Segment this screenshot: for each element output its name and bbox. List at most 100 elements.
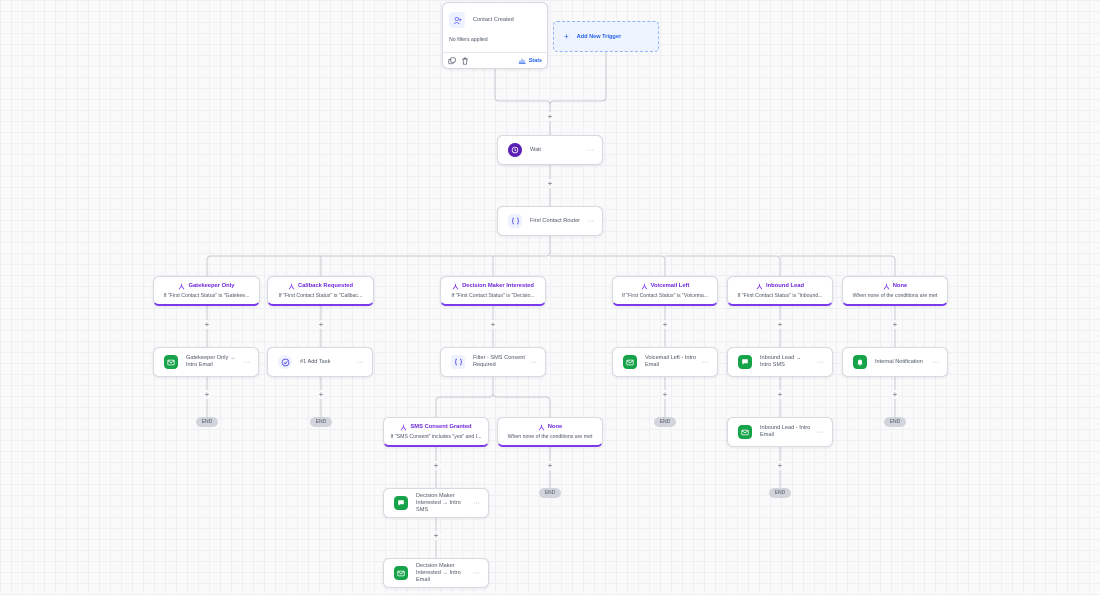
bar-chart-icon bbox=[518, 58, 526, 64]
branch-gatekeeper-only[interactable]: Gatekeeper Only If "First Contact Status… bbox=[153, 276, 260, 306]
router-label: First Contact Router bbox=[530, 217, 581, 224]
step-voicemail-intro-email[interactable]: Voicemail Left - Intro Email ··· bbox=[612, 347, 718, 377]
step-label: Voicemail Left - Intro Email bbox=[645, 355, 696, 368]
step-label: Gatekeeper Only → Intro Email bbox=[186, 355, 236, 368]
branch-icon bbox=[179, 283, 185, 290]
sms-icon bbox=[394, 496, 408, 510]
branch-condition: When none of the conditions are met bbox=[507, 434, 593, 440]
branch-title: SMS Consent Granted bbox=[410, 424, 472, 430]
step-gatekeeper-intro-email[interactable]: Gatekeeper Only → Intro Email ··· bbox=[153, 347, 259, 377]
end-marker: END bbox=[539, 488, 561, 498]
more-options-icon[interactable]: ··· bbox=[587, 217, 594, 225]
connector-filter-smsnone bbox=[492, 392, 551, 417]
stats-button[interactable]: Stats bbox=[518, 57, 542, 64]
add-step-plus[interactable]: + bbox=[202, 319, 212, 329]
more-options-icon[interactable]: ··· bbox=[530, 358, 537, 366]
add-step-plus[interactable]: + bbox=[890, 319, 900, 329]
branch-icon bbox=[641, 283, 647, 290]
branch-condition: If "First Contact Status" is "Decisio... bbox=[451, 293, 535, 299]
connector-router-voicemail bbox=[550, 255, 666, 276]
trigger-card-contact-created[interactable]: Contact Created No filters applied Stats bbox=[442, 2, 548, 69]
email-icon bbox=[164, 355, 178, 369]
wait-label: Wait bbox=[530, 146, 541, 153]
branch-icon bbox=[288, 283, 295, 290]
step-label: #1 Add Task bbox=[300, 358, 331, 365]
connector-trigger-wait bbox=[494, 69, 551, 135]
more-options-icon[interactable]: ··· bbox=[932, 358, 939, 366]
add-step-plus[interactable]: + bbox=[488, 319, 498, 329]
trigger-title: Contact Created bbox=[473, 17, 514, 23]
step-decision-maker-intro-sms[interactable]: Decision Maker Interested → Intro SMS ··… bbox=[383, 488, 489, 518]
branch-sms-consent-granted[interactable]: SMS Consent Granted If "SMS Consent" inc… bbox=[383, 417, 489, 447]
branch-icon bbox=[883, 283, 890, 290]
branch-title: Inbound Lead bbox=[766, 283, 804, 289]
add-new-trigger-button[interactable]: + Add New Trigger bbox=[553, 21, 659, 52]
more-options-icon[interactable]: ··· bbox=[473, 499, 480, 507]
step-label: Inbound Lead - Intro Email bbox=[760, 425, 811, 438]
clock-icon bbox=[508, 143, 522, 157]
end-marker: END bbox=[884, 417, 906, 427]
step-inbound-intro-sms[interactable]: Inbound Lead → Intro SMS ··· bbox=[727, 347, 833, 377]
branch-decision-maker-interested[interactable]: Decision Maker Interested If "First Cont… bbox=[440, 276, 546, 306]
add-step-plus[interactable]: + bbox=[775, 319, 785, 329]
add-step-plus[interactable]: + bbox=[202, 389, 212, 399]
more-options-icon[interactable]: ··· bbox=[243, 358, 250, 366]
add-step-plus[interactable]: + bbox=[890, 389, 900, 399]
end-marker: END bbox=[196, 417, 218, 427]
branch-icon bbox=[452, 283, 459, 290]
branch-title: Callback Requested bbox=[297, 283, 354, 289]
more-options-icon[interactable]: ··· bbox=[357, 358, 364, 366]
branch-sms-none[interactable]: None When none of the conditions are met bbox=[497, 417, 603, 447]
connector-filter-smsgranted bbox=[435, 377, 494, 417]
more-options-icon[interactable]: ··· bbox=[817, 358, 824, 366]
branch-condition: If "First Contact Status" is "Gatekee... bbox=[163, 293, 250, 299]
braces-icon bbox=[508, 214, 522, 228]
add-step-plus[interactable]: + bbox=[545, 460, 555, 470]
add-step-plus[interactable]: + bbox=[545, 111, 555, 121]
add-step-plus[interactable]: + bbox=[775, 460, 785, 470]
add-step-plus[interactable]: + bbox=[316, 319, 326, 329]
step-callback-add-task[interactable]: #1 Add Task ··· bbox=[267, 347, 373, 377]
step-decision-maker-intro-email[interactable]: Decision Maker Interested → Intro Email … bbox=[383, 558, 489, 588]
connector-router-gatekeeper bbox=[206, 236, 551, 276]
task-check-icon bbox=[278, 355, 292, 369]
first-contact-router-step[interactable]: First Contact Router ··· bbox=[497, 206, 603, 236]
step-inbound-intro-email[interactable]: Inbound Lead - Intro Email ··· bbox=[727, 417, 833, 447]
connector-router-inbound bbox=[665, 255, 781, 276]
add-new-trigger-label: Add New Trigger bbox=[576, 33, 622, 40]
add-step-plus[interactable]: + bbox=[431, 530, 441, 540]
branch-callback-requested[interactable]: Callback Requested If "First Contact Sta… bbox=[267, 276, 374, 306]
branch-condition: If "First Contact Status" is "Inbound... bbox=[737, 293, 823, 299]
add-step-plus[interactable]: + bbox=[660, 319, 670, 329]
branch-none[interactable]: None When none of the conditions are met bbox=[842, 276, 948, 306]
wait-step[interactable]: Wait ··· bbox=[497, 135, 603, 165]
add-step-plus[interactable]: + bbox=[545, 178, 555, 188]
branch-inbound-lead[interactable]: Inbound Lead If "First Contact Status" i… bbox=[727, 276, 833, 306]
user-plus-icon bbox=[449, 12, 465, 28]
email-icon bbox=[738, 425, 752, 439]
step-internal-notification[interactable]: Internal Notification ··· bbox=[842, 347, 948, 377]
email-icon bbox=[623, 355, 637, 369]
braces-icon bbox=[451, 355, 465, 369]
more-options-icon[interactable]: ··· bbox=[473, 569, 480, 577]
end-marker: END bbox=[310, 417, 332, 427]
connector-addtrigger bbox=[549, 52, 607, 106]
more-options-icon[interactable]: ··· bbox=[817, 428, 824, 436]
more-options-icon[interactable]: ··· bbox=[702, 358, 709, 366]
step-label: Inbound Lead → Intro SMS bbox=[760, 355, 802, 368]
stats-label: Stats bbox=[528, 57, 542, 64]
add-step-plus[interactable]: + bbox=[775, 389, 785, 399]
copy-icon[interactable] bbox=[448, 52, 456, 70]
add-step-plus[interactable]: + bbox=[316, 389, 326, 399]
branch-voicemail-left[interactable]: Voicemail Left If "First Contact Status"… bbox=[612, 276, 718, 306]
email-icon bbox=[394, 566, 408, 580]
add-step-plus[interactable]: + bbox=[431, 460, 441, 470]
add-step-plus[interactable]: + bbox=[660, 389, 670, 399]
trigger-filter-text: No filters applied bbox=[449, 37, 488, 43]
trash-icon[interactable] bbox=[461, 52, 469, 70]
connector-router-none bbox=[780, 255, 896, 276]
more-options-icon[interactable]: ··· bbox=[587, 146, 594, 154]
step-sms-consent-filter[interactable]: Filter - SMS Consent Required ··· bbox=[440, 347, 546, 377]
branch-title: None bbox=[547, 424, 563, 430]
branch-icon bbox=[538, 424, 545, 431]
